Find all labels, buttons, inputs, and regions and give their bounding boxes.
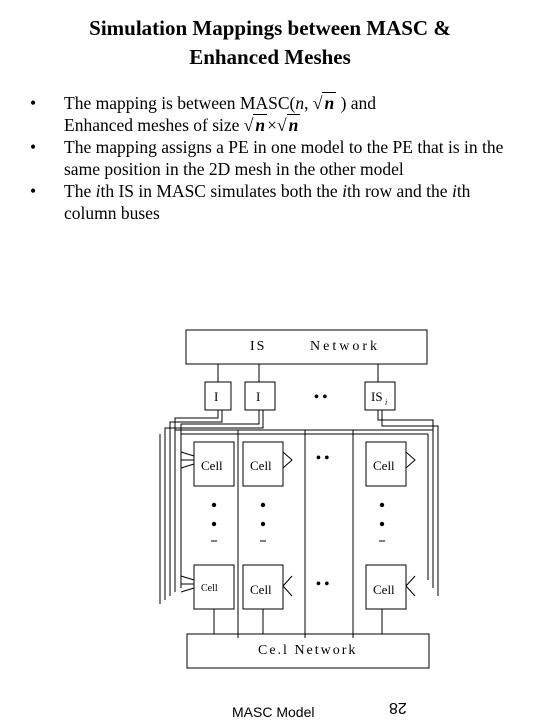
is-box-i-label: IS xyxy=(371,389,383,404)
is-box-1-label: I xyxy=(214,389,218,404)
is-network-label-is: IS xyxy=(250,339,266,354)
bullet3-text-b: th IS in MASC simulates both the xyxy=(100,181,343,201)
is-box-2-label: I xyxy=(256,389,260,404)
is-box-i-subscript: i xyxy=(385,398,387,407)
page-number: 28 xyxy=(389,699,407,716)
bullet-list: • The mapping is between MASC(n, √n ) an… xyxy=(30,92,520,224)
bullet1-text-b: ) and xyxy=(340,93,377,113)
bullet1-text-c: Enhanced meshes of size xyxy=(64,115,240,135)
cell-network-label: Ce.l Network xyxy=(258,643,357,658)
cell-network-box xyxy=(186,633,430,669)
bullet-item-1: • The mapping is between MASC(n, √n ) an… xyxy=(30,92,520,136)
cell-top-2 xyxy=(242,441,284,487)
top-cell-arrows xyxy=(180,451,416,469)
bullet3-text-c: th row and the xyxy=(346,181,452,201)
slide-title: Simulation Mappings between MASC & Enhan… xyxy=(20,14,520,72)
slide-title-line2: Enhanced Meshes xyxy=(189,45,351,69)
slide-title-line1: Simulation Mappings between MASC & xyxy=(89,16,451,40)
bullet3-text-d: th column buses xyxy=(64,181,471,223)
bullet1-n: n xyxy=(295,93,305,113)
size-formula: √n×√n xyxy=(243,114,301,135)
bottom-cell-arrows xyxy=(180,575,416,597)
cell-top-i-label: Cell xyxy=(373,458,395,473)
is-ellipsis: • • xyxy=(314,390,327,405)
bullet3-i3: i xyxy=(451,181,457,201)
sqrt-n-operand: n xyxy=(322,92,337,113)
bullet-dot: • xyxy=(30,181,37,201)
vertical-ellipsis xyxy=(211,502,385,527)
sqrt-n-formula: √n xyxy=(312,92,337,113)
bullet3-i2: i xyxy=(342,181,347,201)
size-formula-b: n xyxy=(286,114,301,135)
bullet3-i1: i xyxy=(95,181,101,201)
is-box-2 xyxy=(244,381,276,411)
bullet-dot: • xyxy=(30,93,37,113)
bus-lines xyxy=(159,410,439,604)
bullet1-text-a: The mapping is between MASC( xyxy=(64,93,296,113)
cell-bottom-1-label: Cell xyxy=(201,583,218,594)
cell-top-1-label: Cell xyxy=(201,458,223,473)
size-formula-a: n xyxy=(253,114,268,135)
cell-top-i xyxy=(365,441,407,487)
bullet3-text-a: The xyxy=(64,181,96,201)
row-ellipsis-bottom: • • xyxy=(316,577,329,592)
is-network-label-network: Network xyxy=(310,339,380,354)
cell-bottom-i-label: Cell xyxy=(373,582,395,597)
is-network-box xyxy=(185,329,428,365)
cell-top-2-label: Cell xyxy=(250,458,272,473)
row-ellipsis-top: • • xyxy=(316,451,329,466)
bullet1-comma: , xyxy=(304,93,309,113)
cell-bottom-2-label: Cell xyxy=(250,582,272,597)
bullet-dot: • xyxy=(30,137,37,157)
cell-bottom-i xyxy=(365,564,407,610)
bullet2-text: The mapping assigns a PE in one model to… xyxy=(64,137,504,179)
bullet-item-3: • The ith IS in MASC simulates both the … xyxy=(30,180,520,224)
footer-label: MASC Model xyxy=(232,704,315,720)
size-formula-times: × xyxy=(267,115,278,135)
is-box-i xyxy=(364,381,396,411)
bullet-item-2: • The mapping assigns a PE in one model … xyxy=(30,136,520,180)
